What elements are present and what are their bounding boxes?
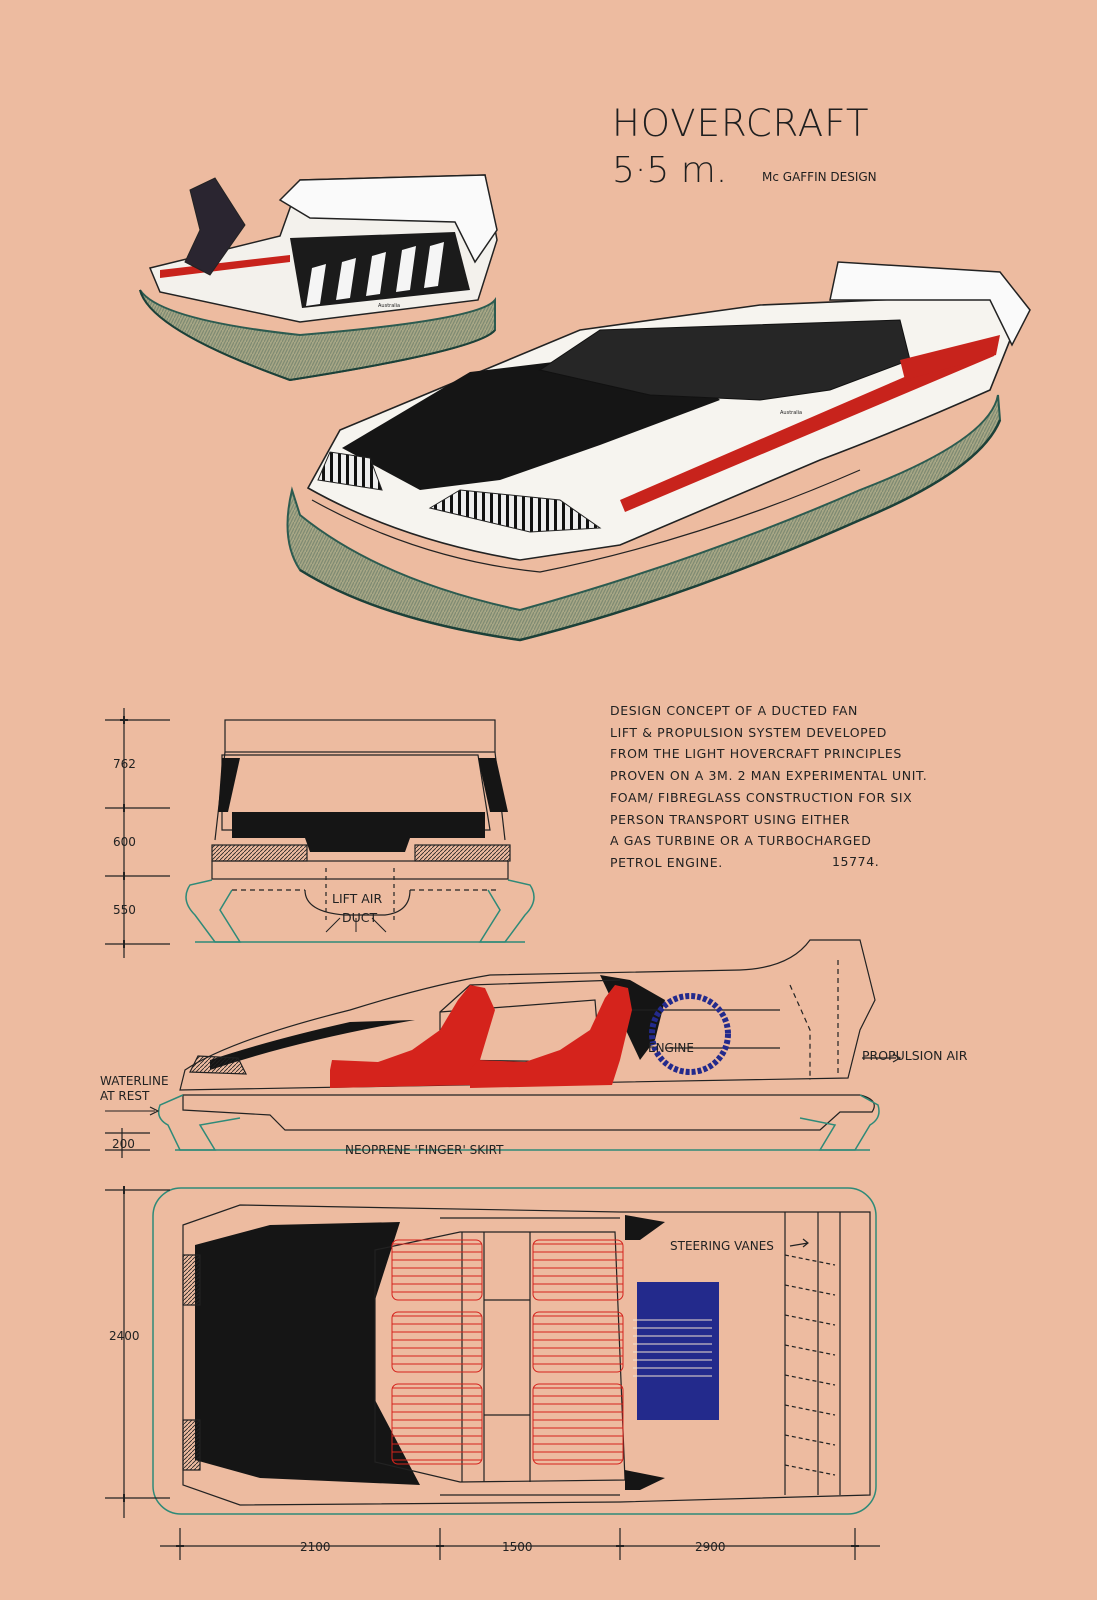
craft-length: 5·5 m. — [612, 150, 728, 191]
plan-dim-1500: 1500 — [502, 1540, 533, 1554]
plan-dim-2100: 2100 — [300, 1540, 331, 1554]
description-line: DESIGN CONCEPT OF A DUCTED FAN — [610, 703, 858, 718]
plan-view — [105, 1186, 880, 1560]
rear-wing — [278, 174, 498, 264]
plan-dim-2400: 2400 — [109, 1329, 140, 1343]
front-wing — [829, 261, 1031, 347]
at-rest-label: AT REST — [100, 1089, 150, 1103]
side-body-outline — [179, 939, 876, 1091]
plan-skirt-outline — [152, 1187, 877, 1515]
side-seats — [330, 985, 632, 1088]
side-skirt — [157, 1094, 880, 1151]
description-line: LIFT & PROPULSION SYSTEM DEVELOPED — [610, 724, 888, 740]
description-line: FOAM/ FIBREGLASS CONSTRUCTION FOR SIX — [610, 789, 913, 805]
designer-credit: Mc GAFFIN DESIGN — [762, 170, 877, 184]
rear-red-stripe — [160, 255, 290, 278]
description-line: A GAS TURBINE OR A TURBOCHARGED — [610, 833, 872, 849]
lift-air-label: LIFT AIR — [332, 891, 382, 906]
engine-label: ENGINE — [648, 1041, 694, 1055]
front-left-grille — [317, 451, 383, 491]
description-line: PETROL ENGINE. — [610, 854, 723, 870]
front-elevation — [105, 708, 535, 958]
description-line: FROM THE LIGHT HOVERCRAFT PRINCIPLES — [610, 746, 902, 762]
description-line: PROVEN ON A 3M. 2 MAN EXPERIMENTAL UNIT. — [610, 768, 928, 784]
plan-dim-2900: 2900 — [695, 1540, 726, 1554]
front-wing-outline — [224, 719, 496, 753]
hull-lettering-front: Australia — [780, 410, 802, 416]
propulsion-air-label: PROPULSION AIR — [862, 1048, 968, 1063]
steering-vanes-label: STEERING VANES — [670, 1239, 774, 1253]
description-line: PERSON TRANSPORT USING EITHER — [610, 811, 851, 827]
side-hull — [182, 1094, 875, 1131]
plan-engine-block — [637, 1282, 719, 1420]
rear-perspective-sketch: Australia — [139, 174, 498, 382]
front-canopy — [538, 319, 911, 401]
front-right-grille — [428, 489, 602, 533]
drawing-title: HOVERCRAFT — [612, 102, 870, 145]
front-red-stripe — [620, 340, 994, 512]
front-hood — [342, 360, 720, 490]
side-intake-grille — [189, 1055, 247, 1075]
engine-fan-ring — [649, 993, 731, 1075]
skirt-label: NEOPRENE 'FINGER' SKIRT — [345, 1143, 504, 1157]
drawing-number: 15774. — [832, 854, 880, 869]
side-dim-200: 200 — [112, 1137, 135, 1151]
front-cabin-dark — [232, 812, 485, 852]
plan-seats — [391, 1239, 624, 1465]
side-elevation — [105, 939, 902, 1158]
front-dim-550: 550 — [113, 903, 136, 917]
front-dim-600: 600 — [113, 835, 136, 849]
front-perspective-sketch: Australia — [286, 261, 1031, 642]
waterline-label: WATERLINE — [100, 1074, 169, 1088]
plan-bonnet-dark — [195, 1222, 420, 1485]
hull-lettering-rear: Australia — [378, 303, 400, 309]
front-dim-762: 762 — [113, 757, 136, 771]
rear-canopy — [184, 177, 246, 276]
design-description: DESIGN CONCEPT OF A DUCTED FAN LIFT & PR… — [610, 700, 940, 874]
duct-label: DUCT — [342, 910, 378, 925]
plan-hull-outline — [182, 1204, 871, 1506]
